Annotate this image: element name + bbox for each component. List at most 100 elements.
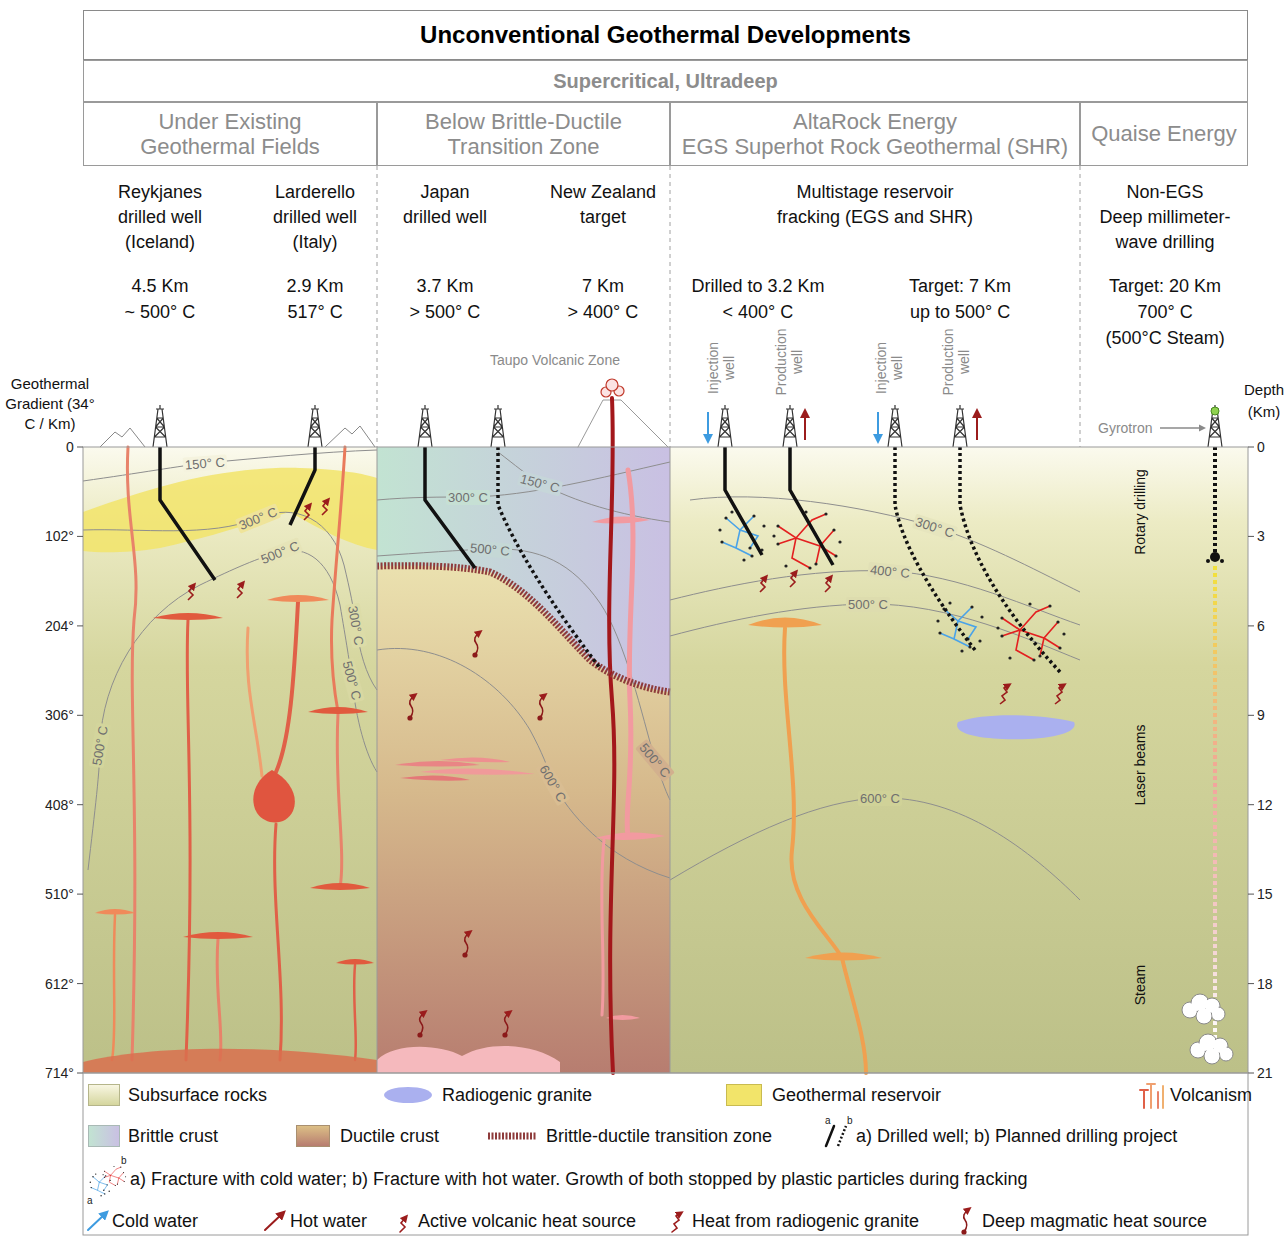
legend-text: Geothermal reservoir	[772, 1084, 941, 1106]
axis-tick-label: 204°	[45, 618, 74, 634]
magma-body	[420, 768, 535, 774]
depth-temperature: 3.7 Km	[417, 274, 474, 299]
legend-text: Radiogenic granite	[442, 1084, 592, 1106]
section-frame	[83, 447, 1248, 1073]
isotherm-label: 600° C	[535, 760, 570, 806]
drilling-rig	[953, 405, 967, 447]
axis-title: Geothermal Gradient (34° C / Km)	[4, 374, 96, 434]
legend-letter: b	[121, 1155, 127, 1166]
magma-body	[609, 398, 614, 1073]
legend-frame	[83, 1073, 1248, 1235]
volcanism	[308, 707, 368, 714]
legend-swatch	[384, 1087, 432, 1103]
well	[498, 447, 600, 668]
heat-arrow	[472, 632, 480, 658]
axis-tick	[77, 447, 1254, 1073]
heat-arrow	[188, 585, 194, 600]
drilling-rig	[153, 405, 1222, 447]
millimeter-wave-drill	[1210, 552, 1220, 562]
magma-body	[592, 516, 650, 523]
rock-layer	[670, 447, 1248, 1073]
axis-tick-label: 306°	[45, 707, 74, 723]
volcanism	[253, 770, 295, 823]
legend-text: Heat from radiogenic granite	[692, 1210, 919, 1232]
isotherm-label: 500° C	[339, 657, 365, 703]
heat-arrow	[462, 932, 470, 958]
millimeter-wave-drill	[1213, 447, 1217, 552]
volcanism	[153, 613, 223, 620]
isotherm-label: 150° C	[517, 470, 563, 496]
flow-arrow	[708, 412, 1203, 440]
drilling-rig	[308, 405, 322, 447]
section-frame	[83, 447, 1248, 1073]
isotherm-line	[690, 497, 1080, 592]
diagram-title: Unconventional Geothermal Developments	[420, 21, 911, 49]
well	[790, 447, 833, 565]
flow-arrow	[804, 412, 806, 440]
steam-cloud	[1197, 1009, 1211, 1023]
magma-body	[377, 1046, 560, 1073]
well	[725, 447, 762, 555]
depth-temperature: < 400° C	[723, 300, 794, 325]
volcanism	[186, 620, 190, 1060]
heat-arrow	[304, 505, 310, 520]
axis-title: Depth (Km)	[1242, 379, 1286, 423]
well-label: Production well	[772, 320, 804, 405]
magma-body	[606, 379, 618, 391]
depth-temperature: 4.5 Km	[132, 274, 189, 299]
volcanism	[83, 447, 377, 1073]
legend-text: Cold water	[112, 1210, 198, 1232]
legend-text: a) Drilled well; b) Planned drilling pro…	[856, 1125, 1177, 1147]
project-description: Larderello drilled well (Italy)	[265, 180, 365, 255]
legend-swatch	[726, 1084, 762, 1106]
isotherm-label: 500° C	[846, 597, 890, 612]
volcanism	[112, 915, 115, 1060]
legend-sample	[1157, 1092, 1159, 1108]
column-header: Quaise Energy	[1080, 102, 1248, 166]
legend-text: Deep magmatic heat source	[982, 1210, 1207, 1232]
isotherm-label: 600° C	[858, 791, 902, 806]
legend-sample	[1147, 1084, 1155, 1108]
magma-body	[377, 379, 1075, 1073]
heat-arrow	[760, 577, 766, 592]
isotherm-label: 500° C	[635, 738, 675, 781]
legend-letter: a	[825, 1115, 831, 1126]
fracture-network	[996, 602, 1065, 661]
legend-sample	[265, 1213, 283, 1230]
isotherm-label: 300° C	[345, 602, 367, 648]
axis-tick-label: 9	[1257, 707, 1265, 723]
legend-sample	[1140, 1090, 1148, 1108]
header-text: Below Brittle-Ductile Transition Zone	[404, 109, 644, 160]
axis-tick-label: 408°	[45, 797, 74, 813]
legend-text: Volcanism	[1170, 1084, 1252, 1106]
heat-arrow	[237, 583, 243, 598]
magma-body	[805, 953, 882, 961]
legend-swatch	[88, 1125, 120, 1147]
device-label: Gyrotron	[1098, 420, 1152, 436]
axis-tick-label: 612°	[45, 976, 74, 992]
header-text: AltaRock Energy	[793, 109, 957, 134]
legend-sample	[1162, 1086, 1164, 1108]
axis-tick-label: 21	[1257, 1065, 1273, 1081]
steam-cloud	[1192, 995, 1208, 1011]
well	[290, 447, 315, 525]
well-label: Injection well	[704, 331, 736, 406]
brittle-ductile-transition	[377, 566, 670, 692]
depth-temperature: up to 500° C	[910, 300, 1010, 325]
column-header: Below Brittle-Ductile Transition Zone	[377, 102, 670, 166]
project-description: Deep millimeter-wave drilling	[1093, 205, 1238, 255]
axis-tick-label: 102°	[45, 528, 74, 544]
rock-layer	[83, 447, 377, 1073]
steam-cloud	[1200, 1035, 1216, 1051]
axis-tick-label: 714°	[45, 1065, 74, 1081]
isotherm-line	[377, 648, 670, 878]
isotherm-line	[83, 450, 1080, 900]
legend-sample	[400, 1217, 406, 1232]
isotherm-line	[498, 452, 670, 522]
volcanism	[336, 959, 374, 965]
legend-letter: a	[87, 1195, 93, 1206]
drilling-rig	[491, 405, 505, 447]
volcanism	[276, 602, 298, 772]
isotherm-line	[670, 571, 1080, 625]
